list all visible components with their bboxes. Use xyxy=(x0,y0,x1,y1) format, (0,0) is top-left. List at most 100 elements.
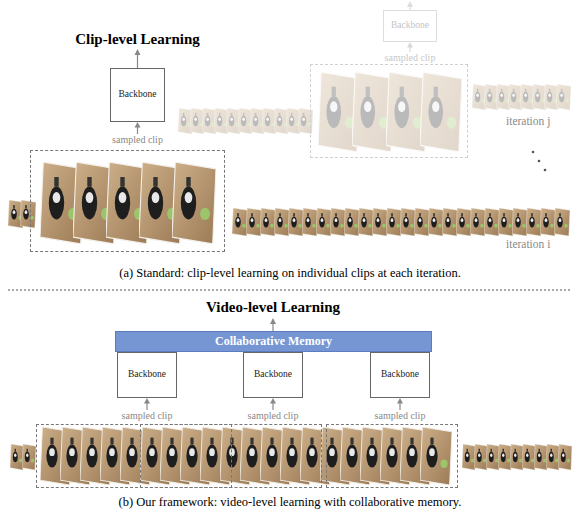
arrow-head xyxy=(397,398,403,404)
video-frame xyxy=(522,444,536,470)
video-frame xyxy=(546,444,560,470)
video-frame xyxy=(512,208,528,236)
video-frame xyxy=(474,444,488,470)
clip-label: sampled clip xyxy=(112,134,163,146)
video-frame xyxy=(288,208,304,236)
sampled-clip: sampled clip xyxy=(36,410,232,488)
sampled-clip: sampled clip xyxy=(326,410,458,488)
video-b-strip xyxy=(10,427,572,485)
video-frame xyxy=(232,208,248,236)
arrow-shaft xyxy=(272,403,273,411)
arrow-head xyxy=(135,122,141,128)
video-frame xyxy=(344,208,360,236)
video-frame xyxy=(400,208,416,236)
video-frame xyxy=(358,208,374,236)
video-frame xyxy=(554,208,570,236)
arrow-head xyxy=(144,398,150,404)
video-frame xyxy=(10,444,24,470)
faded-sampled-clip: sampled clip xyxy=(310,52,468,158)
connector-arrow xyxy=(397,398,403,410)
memory-output-arrow xyxy=(270,318,276,331)
clip-label: sampled clip xyxy=(375,410,426,422)
video-frame xyxy=(386,208,402,236)
memory-band: Collaborative Memory xyxy=(115,331,432,352)
iteration-label: iteration i xyxy=(506,238,550,252)
arrow-head xyxy=(270,318,276,324)
video-frame xyxy=(372,208,388,236)
video-frame xyxy=(20,200,36,228)
clip-outline xyxy=(140,424,322,488)
arrow-shaft xyxy=(399,403,400,411)
arrow-head xyxy=(270,398,276,404)
video-frame xyxy=(498,208,514,236)
video-frame xyxy=(22,444,36,470)
subfigure-caption: (a) Standard: clip-level learning on ind… xyxy=(119,266,461,281)
subfigure-caption: (b) Our framework: video-level learning … xyxy=(119,495,462,510)
backbone-box: Backbone xyxy=(110,68,165,122)
faded-output-arrow xyxy=(407,1,413,10)
video-frame xyxy=(414,208,430,236)
dot xyxy=(544,169,547,172)
iteration-j-strip xyxy=(178,72,571,152)
video-frame xyxy=(510,444,524,470)
video-frame xyxy=(558,444,572,470)
output-arrow xyxy=(135,49,141,68)
video-frame xyxy=(484,208,500,236)
video-frame xyxy=(526,208,542,236)
backbone-label: Backbone xyxy=(381,369,419,380)
section-heading: Video-level Learning xyxy=(206,298,340,316)
arrow-head xyxy=(135,49,141,55)
video-frame xyxy=(462,444,476,470)
video-frame xyxy=(420,72,462,152)
clip-outline xyxy=(36,424,232,488)
video-frame xyxy=(442,208,458,236)
backbone-label: Backbone xyxy=(254,369,292,380)
video-frame xyxy=(260,208,276,236)
arrow-shaft xyxy=(137,127,138,135)
video-frame xyxy=(302,208,318,236)
iteration-label: iteration j xyxy=(506,115,550,129)
clip-outline xyxy=(30,150,225,252)
video-frame xyxy=(316,208,332,236)
dot xyxy=(532,151,535,154)
video-frame xyxy=(274,208,290,236)
connector-arrow xyxy=(407,42,413,52)
backbone-label: Backbone xyxy=(119,89,157,100)
video-frame xyxy=(428,208,444,236)
arrow-shaft xyxy=(146,403,147,411)
video-frame xyxy=(486,444,500,470)
arrow-head xyxy=(407,1,413,7)
connector-arrow xyxy=(270,398,276,410)
video-frame xyxy=(172,162,216,244)
connector-arrow xyxy=(135,122,141,134)
arrow-shaft xyxy=(272,323,273,331)
memory-label: Collaborative Memory xyxy=(215,334,332,348)
video-frame xyxy=(534,444,548,470)
section-heading: Clip-level Learning xyxy=(75,30,200,48)
video-frame xyxy=(330,208,346,236)
separator-line xyxy=(8,290,572,291)
backbone-label: Backbone xyxy=(128,369,166,380)
dot xyxy=(538,160,541,163)
clip-label: sampled clip xyxy=(248,410,299,422)
backbone-box: Backbone xyxy=(117,352,177,398)
video-frame xyxy=(498,444,512,470)
backbone-box: Backbone xyxy=(243,352,303,398)
video-frame xyxy=(556,84,571,110)
clip-outline xyxy=(310,64,468,158)
clip-label: sampled clip xyxy=(122,410,173,422)
video-frame xyxy=(456,208,472,236)
backbone-label: Backbone xyxy=(391,20,429,31)
video-frame xyxy=(540,208,556,236)
clip-outline xyxy=(326,424,458,488)
clip-label: sampled clip xyxy=(385,52,436,64)
video-frame xyxy=(246,208,262,236)
arrow-head xyxy=(407,42,413,48)
sampled-clip: sampled clip xyxy=(140,410,322,488)
sampled-clip: sampled clip xyxy=(30,134,225,252)
iteration-i-strip xyxy=(8,162,570,244)
faded-backbone-box: Backbone xyxy=(383,10,437,42)
